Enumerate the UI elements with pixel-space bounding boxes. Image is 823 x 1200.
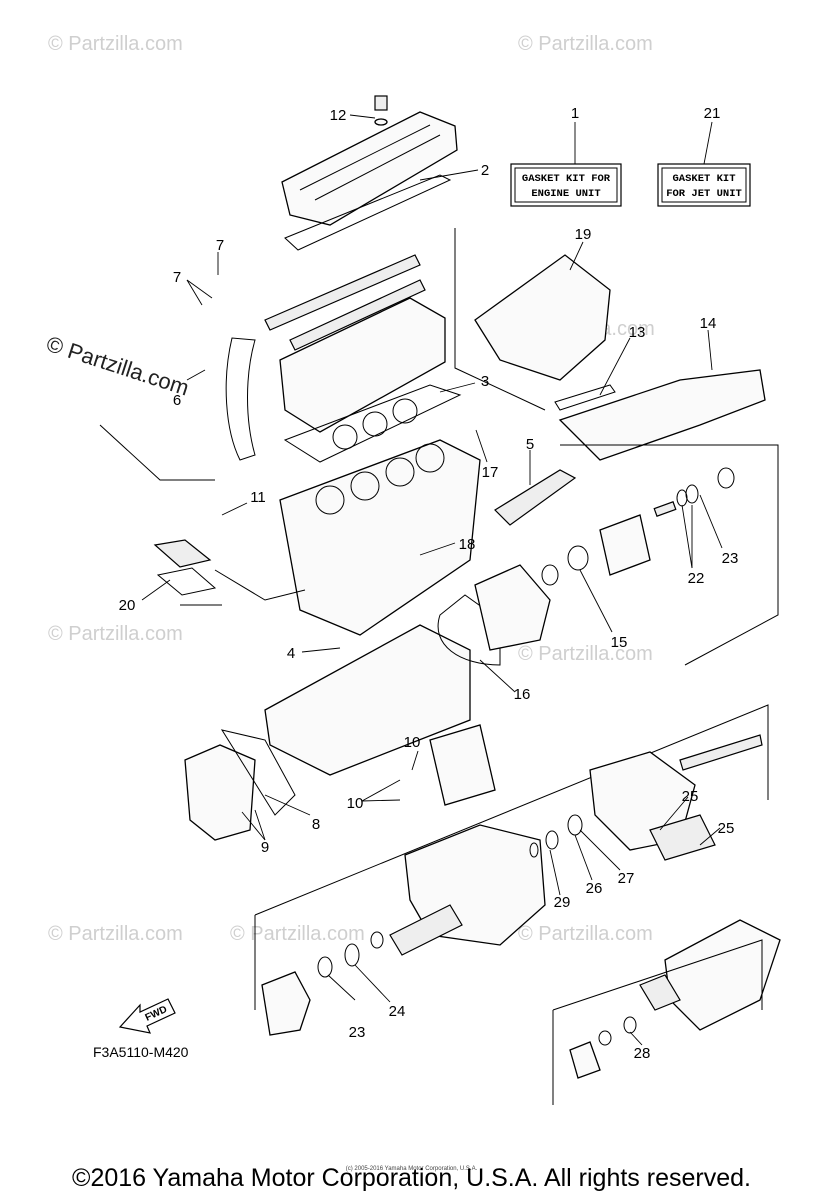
callout: 14	[700, 315, 717, 332]
callout: 22	[688, 570, 705, 587]
callout: 28	[634, 1045, 651, 1062]
callout: 2	[481, 162, 489, 179]
callout: 11	[250, 489, 266, 506]
callout: 20	[119, 597, 136, 614]
watermark: © Partzilla.com	[518, 33, 653, 55]
callout: 10	[404, 734, 421, 751]
callout: 23	[349, 1024, 366, 1041]
callout: 26	[586, 880, 603, 897]
watermark: © Partzilla.com	[48, 33, 183, 55]
callout: 9	[261, 839, 269, 856]
jet-unit-section	[254, 704, 781, 1105]
callout: 10	[347, 795, 364, 812]
callout: 24	[389, 1003, 406, 1020]
engine-top-section	[225, 95, 766, 463]
callout: 23	[722, 550, 739, 567]
callout: 7	[173, 269, 181, 286]
callout: 7	[216, 237, 224, 254]
kit-line: GASKET KIT	[672, 173, 735, 185]
callout: 29	[554, 894, 571, 911]
callout: 3	[481, 373, 489, 390]
gasket-kit-engine-box: GASKET KIT FOR ENGINE UNIT 1	[510, 105, 622, 207]
kit-line: GASKET KIT FOR	[522, 173, 611, 185]
watermark: © Partzilla.com	[48, 623, 183, 645]
fwd-arrow-icon: FWD	[118, 998, 176, 1034]
kit-line: ENGINE UNIT	[531, 188, 600, 200]
watermark: © Partzilla.com	[518, 923, 653, 945]
callout: 19	[575, 226, 592, 243]
watermark-main: © Partzilla.com	[43, 331, 192, 401]
gasket-kit-jet-box: GASKET KIT FOR JET UNIT 21	[657, 105, 751, 207]
watermark: © Partzilla.com	[48, 923, 183, 945]
callout-numbers: 12 2 7 7 6 19 13 14 3 17 5 11 18 20 4 16…	[119, 107, 739, 1062]
callout: 6	[173, 392, 181, 409]
callout: 13	[629, 324, 646, 341]
callout: 17	[482, 464, 499, 481]
copyright-notice: ©2016 Yamaha Motor Corporation, U.S.A. A…	[72, 1164, 751, 1192]
callout: 8	[312, 816, 320, 833]
engine-block-section	[99, 424, 779, 841]
callout-1: 1	[571, 105, 579, 122]
callout: 5	[526, 436, 534, 453]
watermark: © Partzilla.com	[518, 643, 653, 665]
callout: 18	[459, 536, 476, 553]
watermark: © Partzilla.com	[230, 923, 365, 945]
callout: 12	[330, 107, 347, 124]
fine-print: (c) 2005-2016 Yamaha Motor Corporation, …	[345, 1166, 478, 1172]
diagram-code: F3A5110-M420	[93, 1044, 189, 1060]
callout: 25	[682, 788, 699, 805]
callout: 4	[287, 645, 295, 662]
callout-21: 21	[704, 105, 721, 122]
callout: 25	[718, 820, 735, 837]
leader-lines	[141, 114, 723, 1046]
callout: 15	[611, 634, 628, 651]
callout: 16	[514, 686, 531, 703]
callout: 27	[618, 870, 635, 887]
kit-line: FOR JET UNIT	[666, 188, 742, 200]
